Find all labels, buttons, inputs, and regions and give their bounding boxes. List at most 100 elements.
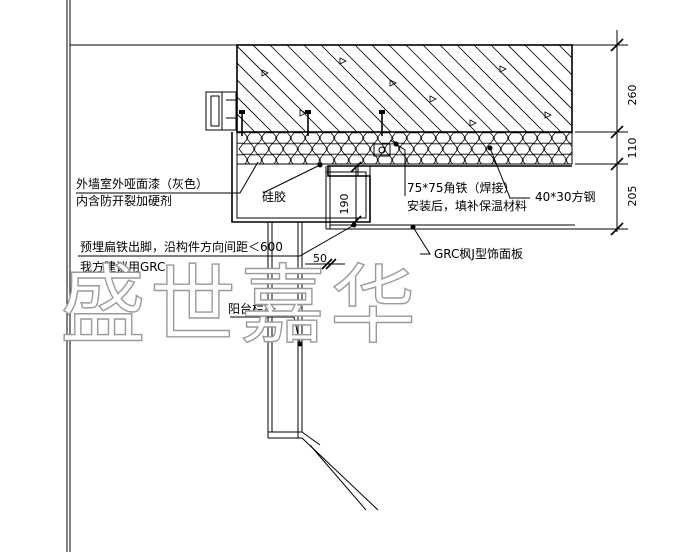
insulation-cell	[260, 132, 278, 144]
concrete-hatch-line	[320, 45, 409, 132]
insulation-cell	[448, 132, 467, 144]
window-frame	[205, 91, 237, 131]
concrete-slab	[117, 44, 663, 133]
insulation-cell	[289, 132, 307, 144]
aggregate-mark	[339, 57, 347, 65]
insulation-cell	[274, 154, 293, 164]
insulation-cell	[448, 154, 467, 164]
insulation-cell	[303, 132, 322, 144]
concrete-hatch-line	[269, 45, 358, 132]
insulation-cell	[434, 132, 452, 144]
concrete-hatch-line	[371, 45, 460, 132]
insulation-cell	[260, 154, 278, 164]
concrete-hatch-line	[286, 45, 375, 132]
insulation-cell	[318, 154, 336, 164]
insulation-cell	[361, 132, 380, 144]
insulation-cell	[477, 154, 496, 164]
insulation-cell	[347, 132, 365, 144]
insulation-cell	[289, 154, 307, 164]
concrete-hatch-line	[405, 45, 494, 132]
concrete-hatch-line	[507, 45, 572, 110]
dim-205: 205	[626, 186, 639, 207]
insulation-cell	[332, 132, 351, 144]
label-exterior-paint-1: 外墙室外哑面漆（灰色）	[76, 176, 208, 191]
insulation-cell	[390, 132, 409, 144]
insulation-cell	[506, 154, 525, 164]
concrete-hatch-line	[439, 45, 528, 132]
concrete-hatch-line	[237, 96, 273, 132]
insulation-cell	[550, 132, 568, 144]
insulation-cell	[376, 154, 394, 164]
insulation-cell	[412, 143, 430, 155]
insulation-cell	[237, 154, 249, 164]
insulation-cell	[550, 154, 568, 164]
insulation-cell	[426, 143, 445, 155]
insulation-cell	[245, 132, 264, 144]
insulation-cell	[499, 143, 517, 155]
balcony-railing	[267, 222, 379, 511]
dim-260: 260	[626, 85, 639, 106]
insulation-cell	[419, 154, 438, 164]
concrete-hatch-line	[388, 45, 477, 132]
insulation-cell	[484, 143, 503, 155]
insulation-cell	[434, 154, 452, 164]
insulation-cell	[303, 154, 322, 164]
insulation-cell	[267, 143, 285, 155]
insulation-cell	[376, 132, 394, 144]
grc-panel-profile	[231, 132, 575, 230]
label-railing: 阳台栏杆	[228, 301, 276, 316]
label-square-steel: 40*30方钢	[535, 189, 596, 204]
insulation-cell	[571, 148, 572, 150]
insulation-cell	[237, 132, 249, 144]
anchor-bolt	[379, 110, 385, 136]
insulation-cell	[528, 143, 546, 155]
watermark: 盛世嘉华	[60, 256, 420, 356]
aggregate-mark	[544, 111, 552, 119]
insulation-cell	[492, 154, 510, 164]
leader-lines	[76, 139, 530, 347]
insulation-cell	[419, 132, 438, 144]
insulation-cell	[281, 143, 300, 155]
concrete-hatch-line	[252, 45, 341, 132]
concrete-hatch-line	[303, 45, 392, 132]
insulation-cell	[513, 143, 532, 155]
insulation-cell	[441, 143, 459, 155]
insulation-cell	[405, 154, 423, 164]
insulation-cell	[397, 143, 416, 155]
insulation-cell	[332, 154, 351, 164]
insulation-cell	[339, 143, 358, 155]
insulation-cell	[463, 154, 481, 164]
insulation-cell	[470, 143, 488, 155]
concrete-hatch-line	[354, 45, 443, 132]
insulation-cell	[245, 154, 264, 164]
concrete-hatch-line	[237, 62, 307, 132]
concrete-hatch-line	[134, 45, 221, 132]
concrete-hatch-line	[490, 45, 572, 127]
concrete-hatch-line	[576, 45, 663, 132]
insulation-cell	[347, 154, 365, 164]
concrete-hatch-line	[117, 45, 204, 132]
insulation-cell	[542, 143, 561, 155]
dim-110: 110	[626, 138, 639, 159]
insulation-cell	[354, 143, 372, 155]
insulation-cell	[535, 154, 554, 164]
insulation-cell	[238, 143, 256, 155]
label-grc-panel: GRC枫J型饰面板	[434, 246, 523, 261]
insulation-cell	[564, 132, 572, 144]
label-angle-steel-2: 安装后，填补保温材料	[407, 198, 527, 213]
insulation-cell	[318, 132, 336, 144]
insulation-cell	[492, 132, 510, 144]
label-angle-steel-1: 75*75角铁（焊接）	[407, 180, 516, 195]
label-exterior-paint-2: 内含防开裂加硬剂	[76, 193, 172, 208]
insulation-cell	[463, 132, 481, 144]
concrete-hatch-line	[473, 45, 562, 132]
insulation-cell	[455, 143, 474, 155]
insulation-layer	[236, 131, 573, 165]
insulation-cell	[325, 143, 343, 155]
insulation-cell	[564, 154, 572, 164]
insulation-cell	[506, 132, 525, 144]
insulation-cell	[252, 143, 271, 155]
dimension-50	[305, 258, 345, 270]
label-embedded-2: 我方建议用GRC	[80, 259, 165, 274]
